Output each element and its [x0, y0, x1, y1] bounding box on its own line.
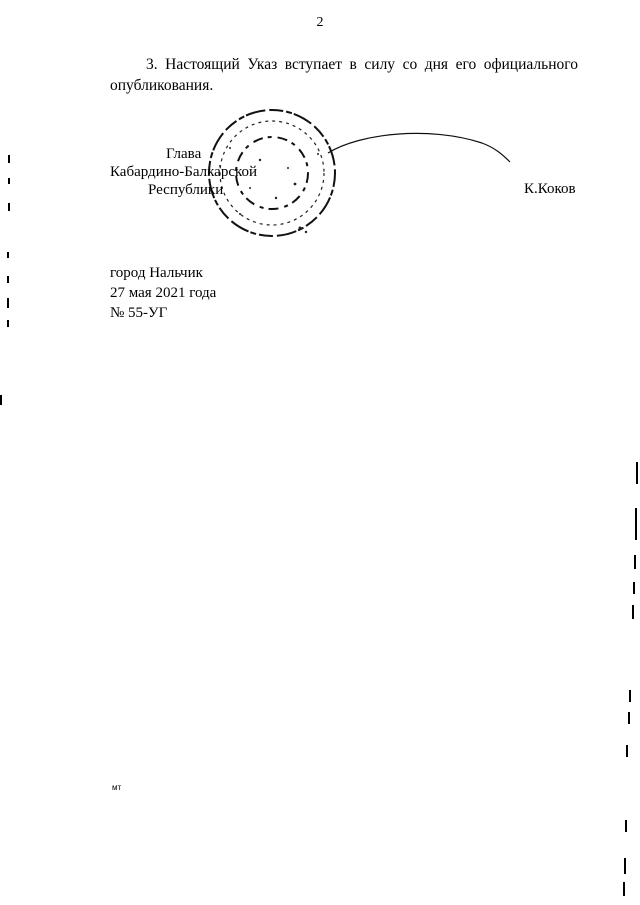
official-seal-and-signature — [208, 109, 511, 237]
place: город Нальчик — [110, 265, 203, 281]
signer-name: К.Коков — [524, 181, 576, 197]
signatory-title-line: Республики — [148, 182, 224, 198]
signatory-title-line: Кабардино-Балкарской — [110, 164, 258, 180]
decree-paragraph: 3. Настоящий Указ вступает в силу со дня… — [110, 56, 578, 94]
signatory-block: Глава Кабардино-Балкарской Республики — [110, 145, 280, 199]
signatory-title-line: Глава — [166, 146, 202, 162]
place-date-number-block: город Нальчик 27 мая 2021 года № 55-УГ — [110, 263, 216, 323]
executor-initials: мт — [112, 783, 122, 792]
page-number: 2 — [316, 15, 324, 30]
decree-number: № 55-УГ — [110, 305, 168, 321]
date: 27 мая 2021 года — [110, 285, 217, 301]
